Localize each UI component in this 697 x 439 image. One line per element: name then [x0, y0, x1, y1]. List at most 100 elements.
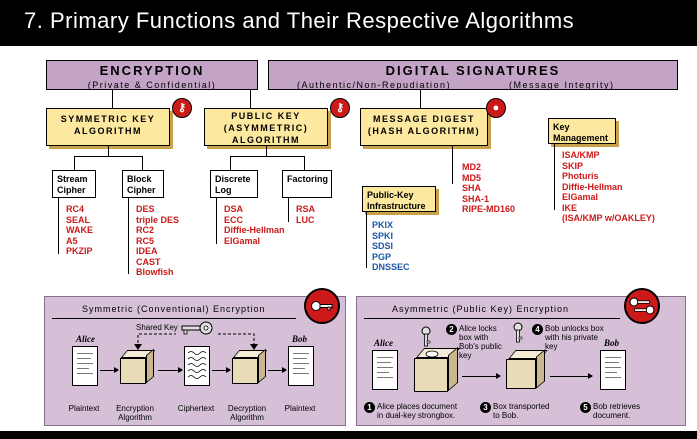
list-item: ElGamal: [562, 192, 599, 202]
symmetric-title-line1: SYMMETRIC KEY: [60, 114, 156, 124]
list-item: SHA-1: [462, 193, 490, 204]
connector-line: [288, 198, 289, 222]
key-management-list: ISA/KMP SKIP Photuris Diffie-Hellman ElG…: [562, 150, 655, 224]
private-key-icon: [513, 322, 523, 343]
connector-line: [230, 156, 231, 170]
step-label: Plaintext: [284, 404, 316, 413]
public-key-title-line2: (ASYMMETRIC): [223, 123, 309, 133]
list-item: Blowfish: [136, 267, 174, 277]
step-number: 1: [364, 402, 375, 413]
step-number: 5: [580, 402, 591, 413]
list-item: WAKE: [66, 225, 93, 235]
plaintext-document: [72, 346, 98, 386]
asymmetric-panel-title: Asymmetric (Public Key) Encryption: [392, 304, 570, 314]
digital-signatures-subtitle-left: (Authentic/Non-Repudiation): [297, 80, 452, 90]
panel-divider: [52, 318, 296, 319]
list-item: PKZIP: [66, 246, 93, 256]
connector-line: [112, 90, 113, 108]
stream-cipher-box: Stream Cipher: [52, 170, 96, 198]
list-item: PKIX: [372, 220, 394, 230]
connector-line: [142, 156, 143, 170]
ciphertext-document: [184, 346, 210, 386]
pki-list: PKIX SPKI SDSI PGP DNSSEC: [372, 220, 410, 273]
connector-line: [452, 146, 453, 184]
step-label: Bob unlocks box with his private key: [545, 324, 604, 351]
hash-algorithm-list: MD2 MD5 SHA SHA-1 RIPE-MD160: [462, 162, 515, 215]
list-item: RIPE-MD160: [462, 204, 516, 214]
block-cipher-list: DES triple DES RC2 RC5 IDEA CAST Blowfis…: [136, 204, 179, 278]
public-key-box: PUBLIC KEY (ASYMMETRIC) ALGORITHM: [204, 108, 328, 146]
message-digest-title-line2: (HASH ALGORITHM): [367, 126, 481, 136]
shared-key-label: Shared Key: [136, 323, 178, 332]
lock-icon: [425, 350, 439, 358]
list-item: A5: [66, 235, 78, 246]
connector-line: [216, 198, 217, 244]
keys-icon: [629, 297, 655, 315]
connector-line: [58, 198, 59, 254]
pki-box: Public-Key Infrastructure: [362, 186, 436, 212]
step-label: Ciphertext: [177, 404, 215, 413]
list-item: SEAL: [66, 214, 91, 225]
decryption-algorithm-cube: [232, 358, 258, 384]
connector-line: [266, 146, 267, 156]
panel-divider: [364, 318, 620, 319]
flow-arrow: [100, 367, 119, 373]
discrete-log-list: DSA ECC Diffie-Hellman ElGamal: [224, 204, 285, 246]
factoring-list: RSA LUC: [296, 204, 315, 225]
connector-line: [108, 146, 109, 156]
list-item: DSA: [224, 204, 244, 214]
stream-cipher-list: RC4 SEAL WAKE A5 PKZIP: [66, 204, 93, 257]
keys-icon: ⚷: [330, 98, 350, 118]
connector-line: [304, 156, 305, 170]
list-item: IKE: [562, 202, 578, 213]
block-cipher-line2: Cipher: [127, 185, 156, 195]
flow-arrow: [158, 367, 183, 373]
digital-signatures-title: DIGITAL SIGNATURES: [385, 63, 561, 78]
stream-cipher-line1: Stream: [57, 174, 88, 184]
discrete-log-line2: Log: [215, 185, 232, 195]
list-item: RC5: [136, 235, 155, 246]
symmetric-panel-title: Symmetric (Conventional) Encryption: [82, 304, 266, 314]
encryption-algorithm-cube: [120, 358, 146, 384]
flow-arrow: [268, 367, 287, 373]
list-item: SKIP: [562, 160, 584, 171]
bob-label: Bob: [292, 334, 308, 344]
document: [372, 350, 398, 390]
plaintext-document: [288, 346, 314, 386]
public-key-icon: [421, 326, 431, 347]
discrete-log-line1: Discrete: [215, 174, 251, 184]
list-item: MD2: [462, 162, 482, 172]
symmetric-key-box: SYMMETRIC KEY ALGORITHM: [46, 108, 170, 146]
connector-line: [420, 90, 421, 108]
title-bar: [0, 0, 697, 46]
list-item: RSA: [296, 204, 316, 214]
fingerprint-icon: ●: [486, 98, 506, 118]
list-item: ElGamal: [224, 235, 261, 246]
shared-key-icon: [181, 321, 213, 335]
page-title: 7. Primary Functions and Their Respectiv…: [24, 8, 575, 33]
connector-line: [74, 156, 142, 157]
list-item: MD5: [462, 172, 482, 183]
key-management-line1: Key: [553, 122, 570, 132]
message-digest-title-line1: MESSAGE DIGEST: [372, 114, 475, 124]
factoring-box: Factoring: [282, 170, 332, 198]
connector-line: [366, 212, 367, 268]
key-icon: [304, 288, 340, 324]
connector-line: [128, 198, 129, 274]
factoring-label: Factoring: [287, 174, 329, 184]
block-cipher-box: Block Cipher: [122, 170, 164, 198]
list-item: Photuris: [562, 171, 599, 181]
stream-cipher-line2: Cipher: [57, 185, 86, 195]
public-key-title-line3: ALGORITHM: [232, 135, 300, 145]
block-cipher-line1: Block: [127, 174, 152, 184]
bottom-bar: [0, 431, 697, 439]
encryption-box: ENCRYPTION (Private & Confidential): [46, 60, 258, 90]
list-item: SDSI: [372, 241, 394, 251]
list-item: DNSSEC: [372, 262, 410, 272]
key-icon: [311, 301, 333, 311]
list-item: (ISA/KMP w/OAKLEY): [562, 213, 655, 223]
step-number: 3: [480, 402, 491, 413]
digital-signatures-subtitle-right: (Message Integrity): [509, 80, 615, 90]
